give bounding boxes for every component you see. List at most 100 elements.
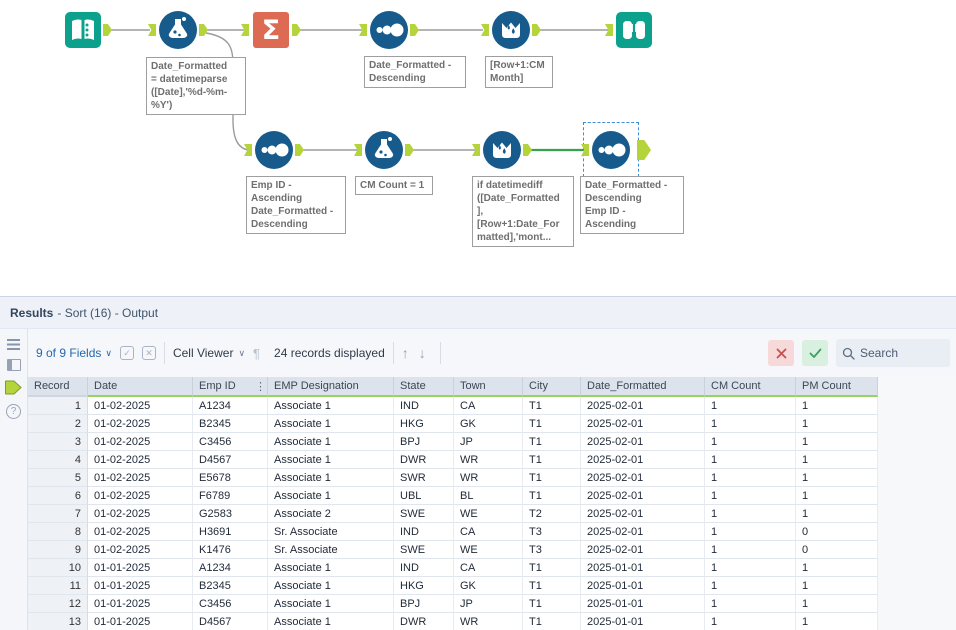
record-number-cell[interactable]: 8 [28,523,88,541]
annotation-formula-1[interactable]: Date_Formatted = datetimeparse ([Date],'… [146,57,246,115]
data-cell[interactable]: 1 [796,613,878,630]
data-cell[interactable]: 2025-02-01 [581,505,705,523]
data-cell[interactable]: Associate 1 [268,397,394,415]
data-cell[interactable]: H3691 [193,523,268,541]
record-number-cell[interactable]: 11 [28,577,88,595]
data-cell[interactable]: 1 [705,415,796,433]
data-cell[interactable]: HKG [394,577,454,595]
tool-summarize[interactable]: Σ [252,11,290,49]
data-cell[interactable]: B2345 [193,415,268,433]
multirow2-output-anchor[interactable] [523,144,532,156]
data-cell[interactable]: 2025-02-01 [581,541,705,559]
data-cell[interactable]: C3456 [193,433,268,451]
data-cell[interactable]: T1 [523,487,581,505]
data-cell[interactable]: A1234 [193,559,268,577]
data-cell[interactable]: 1 [705,523,796,541]
data-cell[interactable]: 1 [705,397,796,415]
tool-sort-2[interactable] [255,131,293,169]
data-cell[interactable]: Associate 1 [268,433,394,451]
data-cell[interactable]: GK [454,577,523,595]
column-header-town[interactable]: Town [454,377,523,397]
data-cell[interactable]: 1 [705,541,796,559]
data-cell[interactable]: IND [394,559,454,577]
column-header-emp-id[interactable]: Emp ID⋮ [193,377,268,397]
data-cell[interactable]: Associate 1 [268,469,394,487]
record-number-cell[interactable]: 9 [28,541,88,559]
data-cell[interactable]: C3456 [193,595,268,613]
formula1-input-anchor[interactable] [148,24,156,36]
data-cell[interactable]: CA [454,397,523,415]
data-cell[interactable]: Associate 1 [268,487,394,505]
data-cell[interactable]: T3 [523,541,581,559]
data-cell[interactable]: T1 [523,415,581,433]
tool-sort-3-selected[interactable] [592,131,630,169]
data-cell[interactable]: 01-02-2025 [88,505,193,523]
data-cell[interactable]: WR [454,451,523,469]
column-header-date[interactable]: Date [88,377,193,397]
column-header-date-formatted[interactable]: Date_Formatted [581,377,705,397]
data-cell[interactable]: 1 [705,469,796,487]
data-cell[interactable]: 1 [705,487,796,505]
data-cell[interactable]: 01-01-2025 [88,595,193,613]
multirow1-input-anchor[interactable] [481,24,489,36]
data-cell[interactable]: 1 [705,613,796,630]
sort3-input-anchor[interactable] [581,144,589,156]
data-cell[interactable]: Associate 1 [268,613,394,630]
data-cell[interactable]: A1234 [193,397,268,415]
data-cell[interactable]: 1 [796,505,878,523]
record-number-cell[interactable]: 12 [28,595,88,613]
data-cell[interactable]: 1 [796,577,878,595]
tool-input-data[interactable] [65,12,101,48]
annotation-sort-3[interactable]: Date_Formatted - Descending Emp ID - Asc… [580,176,684,234]
data-cell[interactable]: Associate 1 [268,415,394,433]
data-cell[interactable]: F6789 [193,487,268,505]
data-cell[interactable]: D4567 [193,613,268,630]
data-cell[interactable]: Sr. Associate [268,541,394,559]
tool-multirow-formula-2[interactable] [483,131,521,169]
data-cell[interactable]: 2025-01-01 [581,595,705,613]
data-cell[interactable]: BL [454,487,523,505]
record-number-cell[interactable]: 13 [28,613,88,630]
data-cell[interactable]: T1 [523,433,581,451]
tool-sort-1[interactable] [370,11,408,49]
data-cell[interactable]: E5678 [193,469,268,487]
data-cell[interactable]: 2025-02-01 [581,433,705,451]
summarize-output-anchor[interactable] [292,24,301,36]
apply-button[interactable] [802,340,828,366]
cancel-button[interactable] [768,340,794,366]
data-cell[interactable]: 1 [705,577,796,595]
data-cell[interactable]: 1 [796,415,878,433]
sort2-output-anchor[interactable] [295,144,304,156]
data-cell[interactable]: 1 [796,469,878,487]
data-cell[interactable]: 1 [705,559,796,577]
data-cell[interactable]: 01-02-2025 [88,451,193,469]
column-header-emp-designation[interactable]: EMP Designation [268,377,394,397]
data-cell[interactable]: 2025-02-01 [581,469,705,487]
data-cell[interactable]: 01-02-2025 [88,397,193,415]
record-number-cell[interactable]: 4 [28,451,88,469]
tool-formula-2[interactable] [365,131,403,169]
data-cell[interactable]: 01-02-2025 [88,541,193,559]
annotation-sort-1[interactable]: Date_Formatted - Descending [364,56,466,88]
data-cell[interactable]: 01-02-2025 [88,433,193,451]
record-number-cell[interactable]: 1 [28,397,88,415]
data-cell[interactable]: T3 [523,523,581,541]
data-cell[interactable]: G2583 [193,505,268,523]
data-cell[interactable]: 1 [796,451,878,469]
data-cell[interactable]: 2025-02-01 [581,451,705,469]
data-cell[interactable]: HKG [394,415,454,433]
data-cell[interactable]: 1 [705,595,796,613]
annotation-formula-2[interactable]: CM Count = 1 [355,176,433,195]
data-cell[interactable]: 01-02-2025 [88,415,193,433]
deselect-all-icon[interactable]: ✕ [141,346,156,360]
data-cell[interactable]: 01-01-2025 [88,613,193,630]
scroll-up-icon[interactable]: ↑ [401,345,415,361]
select-all-checkbox-icon[interactable]: ✓ [119,346,134,360]
data-cell[interactable]: B2345 [193,577,268,595]
data-cell[interactable]: WE [454,505,523,523]
data-cell[interactable]: Associate 1 [268,559,394,577]
data-cell[interactable]: Associate 1 [268,577,394,595]
tool-browse[interactable] [616,12,652,48]
data-cell[interactable]: WR [454,613,523,630]
cell-viewer-dropdown[interactable]: Cell Viewer ∨ [172,346,246,360]
